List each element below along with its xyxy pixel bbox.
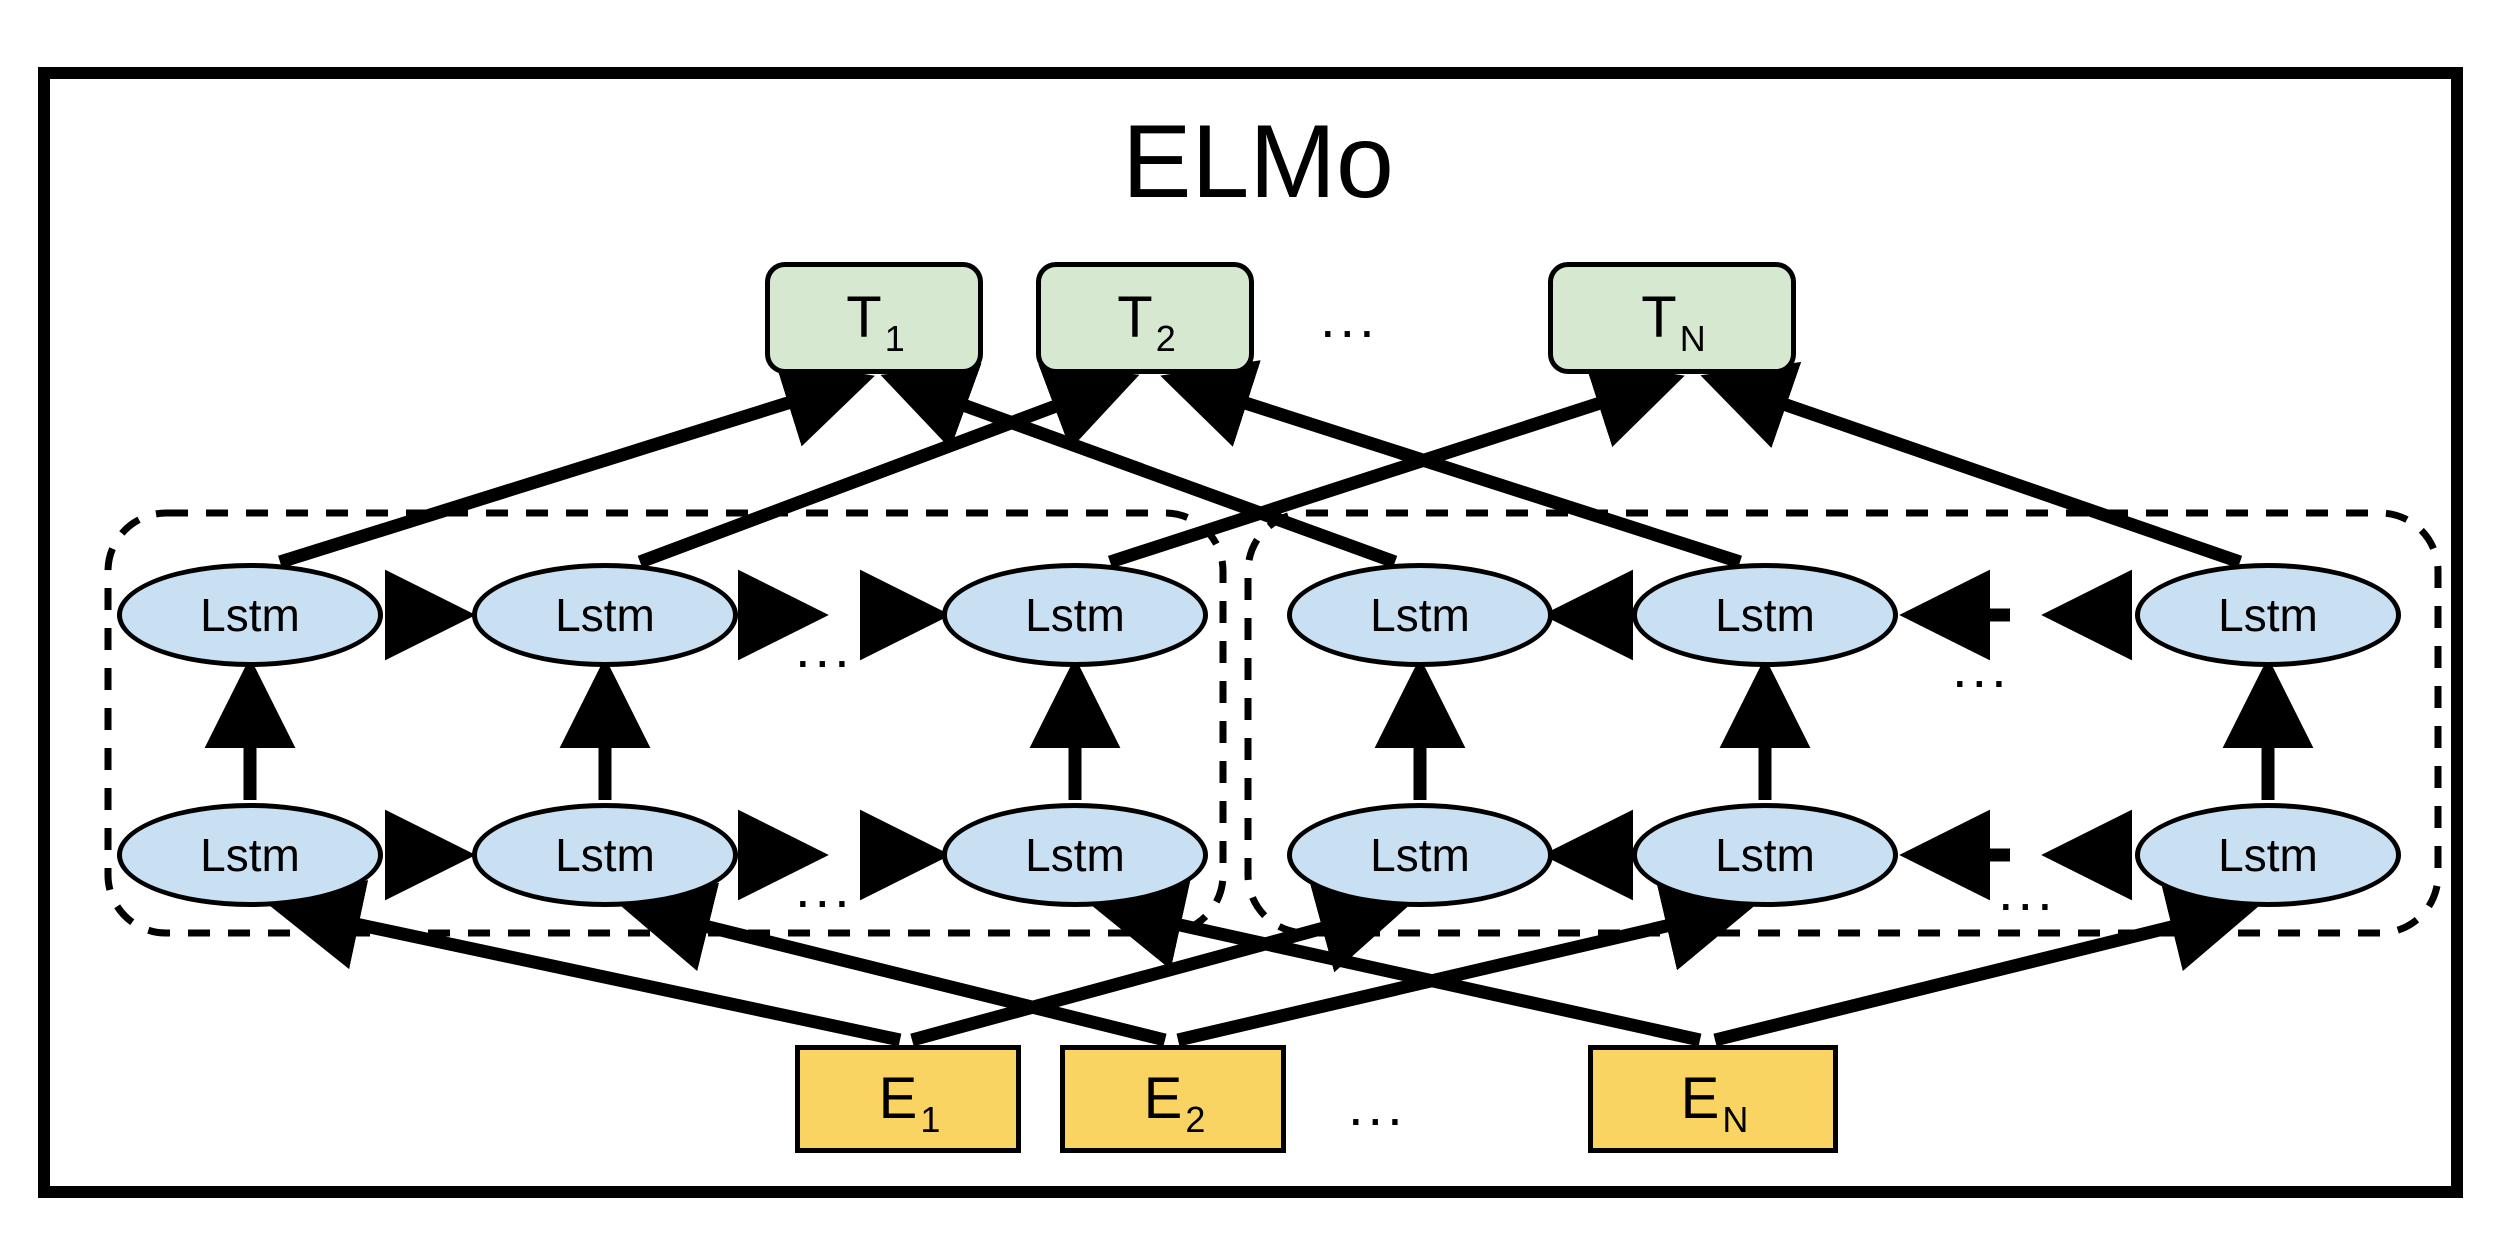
input-layer-ellipsis: ... [1348, 1074, 1407, 1137]
backward-lower-ellipsis: ... [1998, 859, 2057, 922]
forward-upper-ellipsis: ... [795, 616, 854, 679]
input-embedding-box-e2[interactable]: E2 [1060, 1045, 1286, 1153]
lstm-cell-backward-lower-1[interactable]: Lstm [1287, 803, 1553, 907]
lstm-cell-forward-upper-1[interactable]: Lstm [117, 563, 383, 667]
lstm-cell-forward-upper-2[interactable]: Lstm [472, 563, 738, 667]
lstm-cell-forward-lower-n[interactable]: Lstm [942, 803, 1208, 907]
output-token-label-t2: T2 [1117, 285, 1176, 359]
backward-lm-group-border [1244, 509, 2442, 937]
lstm-cell-backward-upper-1[interactable]: Lstm [1287, 563, 1553, 667]
lstm-cell-backward-upper-n[interactable]: Lstm [2135, 563, 2401, 667]
input-embedding-label-e1: E1 [878, 1066, 941, 1140]
figure-title: ELMo [1122, 104, 1394, 220]
lstm-cell-forward-upper-n[interactable]: Lstm [942, 563, 1208, 667]
lstm-to-token-arrows [278, 359, 2243, 569]
vertical-stack-arrows [204, 657, 2314, 800]
input-embedding-label-en: EN [1680, 1066, 1749, 1140]
output-token-box-t1[interactable]: T1 [765, 262, 983, 374]
lstm-cell-forward-lower-1[interactable]: Lstm [117, 803, 383, 907]
output-token-label-tn: TN [1641, 285, 1706, 359]
lstm-cell-backward-lower-n[interactable]: Lstm [2135, 803, 2401, 907]
output-layer-ellipsis: ... [1320, 286, 1379, 349]
output-token-box-tn[interactable]: TN [1548, 262, 1796, 374]
lstm-cell-backward-lower-2[interactable]: Lstm [1632, 803, 1898, 907]
outer-frame-border [38, 67, 2463, 1198]
output-token-label-t1: T1 [846, 285, 905, 359]
forward-lm-group-border [104, 509, 1227, 937]
input-embedding-label-e2: E2 [1143, 1066, 1206, 1140]
input-embedding-box-en[interactable]: EN [1588, 1045, 1838, 1153]
input-embedding-box-e1[interactable]: E1 [795, 1045, 1021, 1153]
backward-upper-ellipsis: ... [1952, 636, 2011, 699]
output-token-box-t2[interactable]: T2 [1036, 262, 1254, 374]
embedding-to-lstm-arrows [269, 880, 2261, 1047]
lstm-cell-backward-upper-2[interactable]: Lstm [1632, 563, 1898, 667]
forward-lower-ellipsis: ... [795, 856, 854, 919]
lstm-cell-forward-lower-2[interactable]: Lstm [472, 803, 738, 907]
